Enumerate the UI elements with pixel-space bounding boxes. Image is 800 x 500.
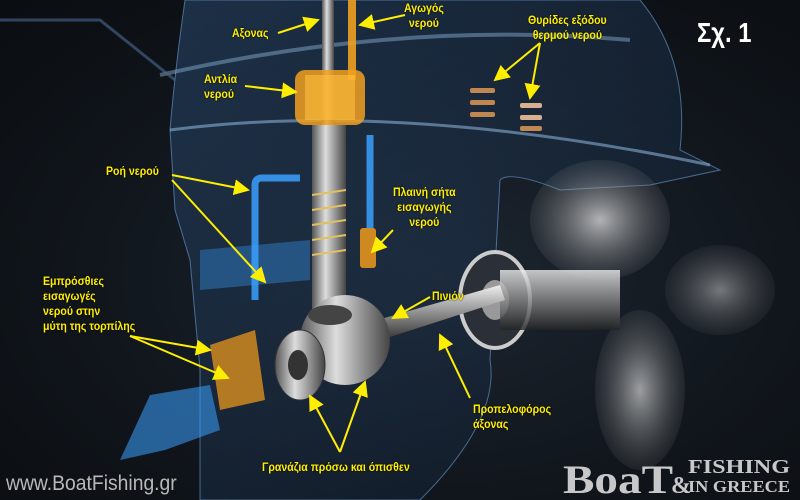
hot-water-outlet-slots bbox=[470, 88, 542, 131]
logo-word-in-greece: IN GREECE bbox=[688, 477, 790, 495]
label-front-intakes: Εμπρόσθιες εισαγωγές νερού στην μύτη της… bbox=[43, 274, 135, 334]
water-pipe bbox=[348, 0, 356, 80]
label-propeller-shaft: Προπελοφόρος άξονας bbox=[473, 402, 551, 432]
label-line: Αντλία bbox=[204, 72, 238, 86]
label-shaft: Αξονας bbox=[232, 26, 269, 40]
label-line: Πλαινή σήτα bbox=[393, 185, 456, 199]
label-water-flow: Ροή νερού bbox=[106, 164, 159, 178]
label-line: Εμπρόσθιες bbox=[43, 274, 104, 288]
label-water-pipe: Αγωγός νερού bbox=[404, 1, 444, 31]
label-hot-water-outlets: Θυρίδες εξόδου θερμού νερού bbox=[528, 13, 607, 43]
label-line: θερμού νερού bbox=[532, 28, 602, 42]
label-line: Προπελοφόρος bbox=[473, 402, 552, 416]
logo-ampersand: & bbox=[671, 473, 691, 495]
label-line: εισαγωγής bbox=[397, 200, 452, 214]
water-pump bbox=[295, 70, 365, 125]
label-line: άξονας bbox=[473, 417, 509, 431]
label-line: μύτη της τορπίλης bbox=[43, 319, 136, 333]
label-line: Αγωγός bbox=[404, 1, 444, 15]
label-line: νερού bbox=[204, 87, 235, 101]
figure-number: Σχ. 1 bbox=[697, 17, 752, 48]
label-line: νερού bbox=[408, 16, 439, 30]
callout-arrows bbox=[129, 14, 541, 453]
side-intake-screen bbox=[360, 228, 376, 268]
propeller bbox=[530, 160, 775, 470]
label-pinion: Πινιόν bbox=[432, 289, 464, 303]
website-url: www.BoatFishing.gr bbox=[6, 472, 177, 495]
logo-word-fishing: FISHING bbox=[688, 456, 791, 478]
label-line: εισαγωγές bbox=[43, 289, 96, 303]
label-side-intake-screen: Πλαινή σήτα εισαγωγής νερού bbox=[393, 185, 456, 230]
label-forward-reverse-gears: Γρανάζια πρόσω και όπισθεν bbox=[262, 460, 410, 474]
label-line: νερού bbox=[409, 215, 440, 229]
label-water-pump: Αντλία νερού bbox=[204, 72, 237, 102]
label-line: νερού στην bbox=[43, 304, 101, 318]
label-line: Θυρίδες εξόδου bbox=[528, 13, 607, 27]
front-intakes bbox=[210, 330, 265, 410]
boat-fishing-logo: BoaT & FISHING IN GREECE bbox=[563, 456, 791, 495]
logo-word-boat: BoaT bbox=[563, 457, 673, 495]
propeller-shaft bbox=[360, 285, 505, 345]
gear-assembly bbox=[274, 295, 390, 401]
